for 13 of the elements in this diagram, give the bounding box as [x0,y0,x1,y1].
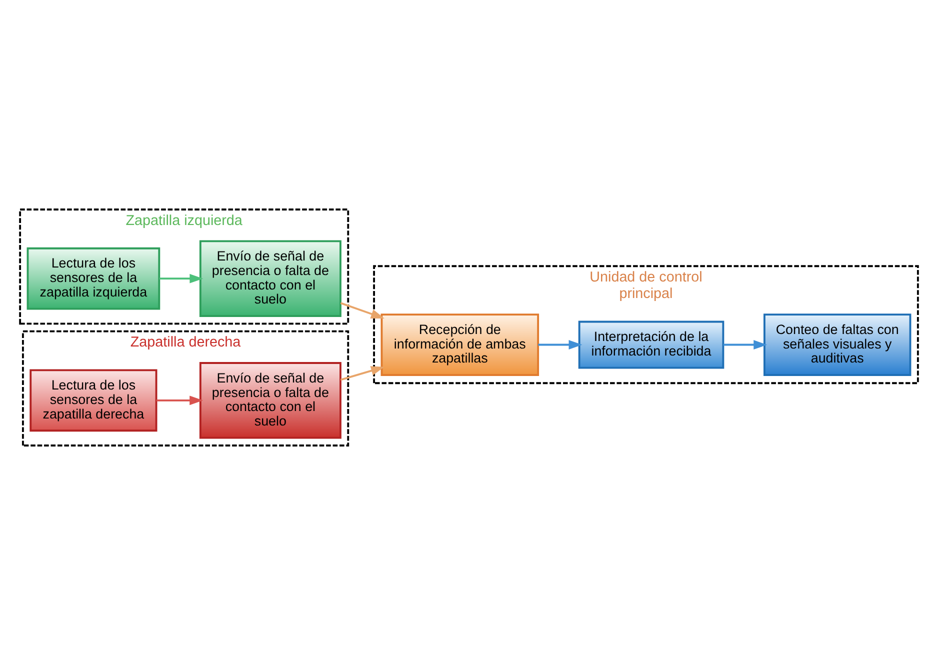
node-box: Envío de señal de presencia o falta de contacto con el suelo [199,240,342,317]
arrow [340,366,384,381]
arrow [340,302,384,318]
arrow [156,396,204,406]
node-box: Lectura de los sensores de la zapatilla izquierda [26,247,160,310]
node-box: Lectura de los sensores de la zapatilla derecha [30,369,158,432]
node-box: Interpretación de la información recibida [578,320,724,369]
node-box: Envío de señal de presencia o falta de contacto con el suelo [199,362,342,439]
arrow [723,340,768,350]
arrow [538,340,582,350]
arrow [159,274,204,284]
node-box: Conteo de faltas con señales visuales y auditivas [764,314,912,376]
node-box: Recepción de información de ambas zapatillas [380,314,540,376]
